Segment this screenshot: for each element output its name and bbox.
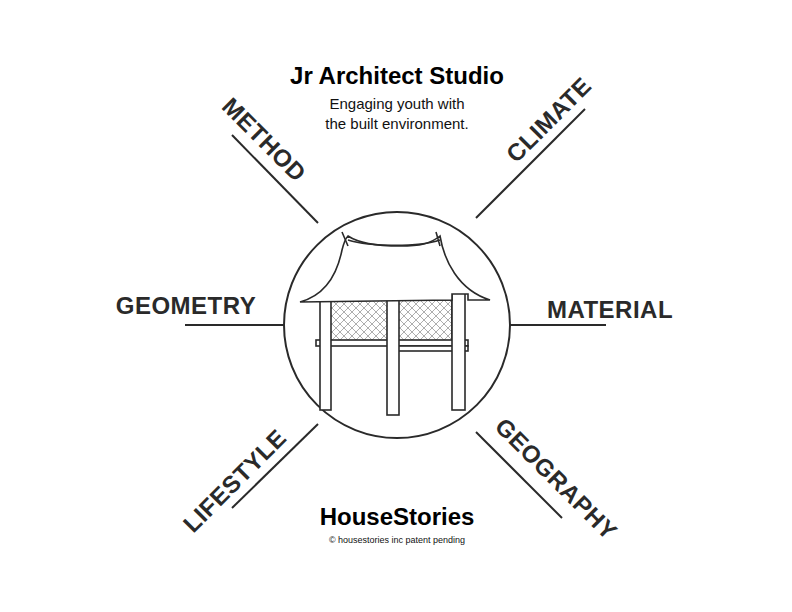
subtitle: Engaging youth with the built environmen… bbox=[317, 94, 477, 134]
factor-label: METHOD bbox=[216, 92, 311, 187]
factor-label: GEOGRAPHY bbox=[489, 412, 622, 545]
factor-label: CLIMATE bbox=[501, 72, 597, 168]
center-circle bbox=[284, 212, 510, 438]
factor-label: LIFESTYLE bbox=[178, 424, 292, 538]
diagram-title: Jr Architect Studio bbox=[290, 62, 504, 90]
brand-name: HouseStories bbox=[320, 503, 475, 531]
copyright-note: © housestories inc patent pending bbox=[329, 535, 465, 545]
factor-label: GEOMETRY bbox=[116, 292, 256, 320]
stilt-house bbox=[300, 232, 490, 415]
factor-label: MATERIAL bbox=[547, 296, 673, 324]
